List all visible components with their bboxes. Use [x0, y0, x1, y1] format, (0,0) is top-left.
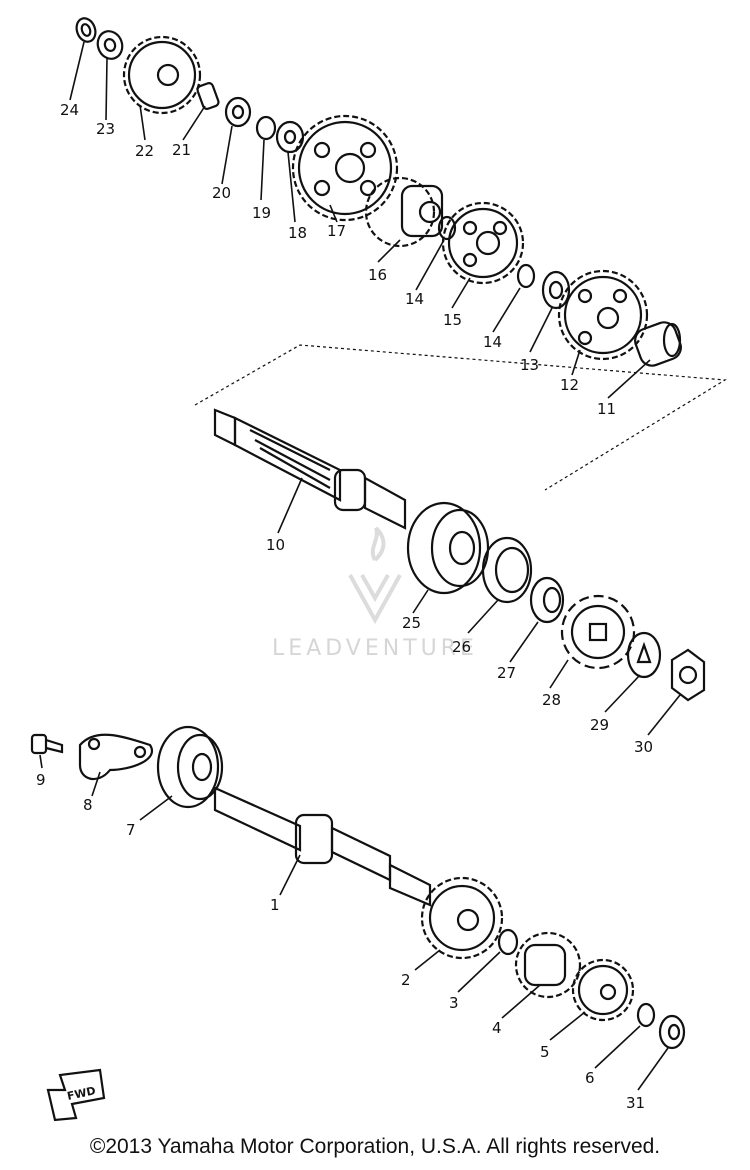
callout-labels: 24 23 22 21 20 19 18 17 16 14 15 14 13 1… — [36, 101, 653, 1112]
callout-12: 12 — [560, 376, 579, 394]
callout-19: 19 — [252, 204, 271, 222]
part-13-washer — [541, 270, 571, 310]
callout-13: 13 — [520, 356, 539, 374]
part-28-drive-sprocket — [560, 594, 636, 670]
part-4-gear — [514, 931, 582, 999]
part-3-circlip — [497, 928, 519, 956]
part-16-gear — [364, 176, 444, 248]
callout-14b: 14 — [483, 333, 502, 351]
transmission-exploded-diagram: LEADVENTURE — [30, 17, 727, 1122]
callout-6: 6 — [585, 1069, 595, 1087]
callout-10: 10 — [266, 536, 285, 554]
part-27-collar — [529, 576, 565, 624]
callout-26: 26 — [452, 638, 471, 656]
callout-21: 21 — [172, 141, 191, 159]
callout-31: 31 — [626, 1094, 645, 1112]
part-11-bushing — [634, 321, 682, 367]
leadventure-watermark: LEADVENTURE — [272, 526, 478, 661]
watermark-text: LEADVENTURE — [272, 636, 478, 661]
callout-28: 28 — [542, 691, 561, 709]
callout-25: 25 — [402, 614, 421, 632]
part-18-washer — [275, 120, 305, 154]
callout-7: 7 — [126, 821, 136, 839]
callout-18: 18 — [288, 224, 307, 242]
callout-9: 9 — [36, 771, 46, 789]
part-15-gear — [441, 201, 525, 285]
callout-20: 20 — [212, 184, 231, 202]
part-12-gear — [557, 269, 649, 361]
part-17-gear — [291, 114, 399, 222]
part-21-collar — [196, 82, 220, 110]
forward-direction-icon: FWD — [46, 1068, 106, 1122]
callout-23: 23 — [96, 120, 115, 138]
part-23-washer — [96, 30, 124, 60]
part-31-nut — [658, 1014, 686, 1050]
callout-8: 8 — [83, 796, 93, 814]
callout-17: 17 — [327, 222, 346, 240]
part-9-bolt — [30, 733, 64, 755]
fwd-label: FWD — [66, 1084, 97, 1103]
callout-11: 11 — [597, 400, 616, 418]
part-6-circlip — [636, 1002, 656, 1028]
callout-14a: 14 — [405, 290, 424, 308]
part-8-bearing-stopper — [78, 733, 154, 781]
part-5-gear — [571, 958, 635, 1022]
callout-24: 24 — [60, 101, 79, 119]
callout-27: 27 — [497, 664, 516, 682]
part-2-gear — [420, 876, 504, 960]
callout-16: 16 — [368, 266, 387, 284]
part-30-nut — [670, 648, 706, 702]
callout-5: 5 — [540, 1043, 550, 1061]
part-24-washer — [75, 17, 97, 43]
callout-15: 15 — [443, 311, 462, 329]
part-29-lock-washer — [626, 631, 662, 679]
callout-30: 30 — [634, 738, 653, 756]
part-22-gear — [122, 35, 202, 115]
part-10-main-axle — [213, 408, 407, 530]
part-14a-circlip — [437, 215, 457, 241]
part-1-drive-axle — [213, 786, 432, 907]
part-26-oil-seal — [481, 536, 533, 604]
part-20-washer — [224, 96, 252, 128]
copyright-notice: ©2013 Yamaha Motor Corporation, U.S.A. A… — [89, 1135, 661, 1158]
callout-3: 3 — [449, 994, 459, 1012]
callout-29: 29 — [590, 716, 609, 734]
leader-lines — [39, 41, 681, 1091]
assembly-frame — [194, 344, 727, 491]
callout-4: 4 — [492, 1019, 502, 1037]
callout-1: 1 — [270, 896, 280, 914]
callout-22: 22 — [135, 142, 154, 160]
part-25-bearing — [406, 501, 490, 595]
part-19-circlip — [255, 115, 277, 141]
callout-2: 2 — [401, 971, 411, 989]
part-14b-circlip — [516, 263, 536, 289]
part-7-bearing — [156, 725, 224, 809]
